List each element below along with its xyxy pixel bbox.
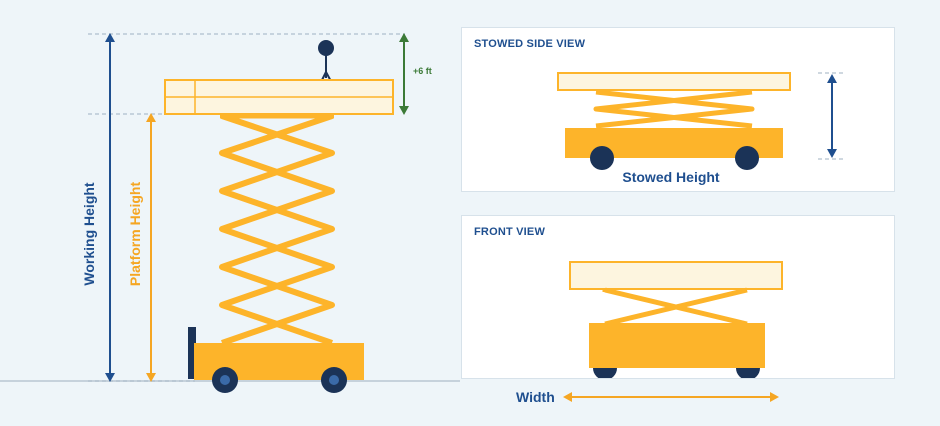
width-label: Width	[516, 389, 555, 405]
width-arrow	[563, 392, 779, 402]
stowed-side-view-title: STOWED SIDE VIEW	[474, 38, 586, 50]
working-height-arrow	[105, 33, 115, 382]
stowed-lift-illustration: Stowed Height	[557, 72, 846, 185]
front-view-panel: FRONT VIEW	[461, 215, 895, 379]
wheel-icon	[590, 146, 759, 170]
front-lift-illustration	[569, 261, 783, 378]
six-foot-arrow	[399, 33, 409, 115]
platform-height-label: Platform Height	[127, 182, 143, 287]
platform-height-arrow	[146, 113, 156, 382]
scissor-mechanism	[219, 113, 335, 346]
platform-deck	[164, 79, 394, 115]
working-height-label: Working Height	[81, 182, 97, 286]
front-view-title: FRONT VIEW	[474, 226, 546, 238]
six-foot-label: +6 ft	[413, 66, 432, 76]
stowed-side-view-panel: STOWED SIDE VIEW Stowed Height	[461, 27, 895, 192]
stowed-height-label: Stowed Height	[622, 169, 720, 185]
wheel-icon	[593, 368, 760, 378]
stowed-height-arrow	[827, 74, 837, 158]
wheel-icon	[212, 367, 347, 393]
